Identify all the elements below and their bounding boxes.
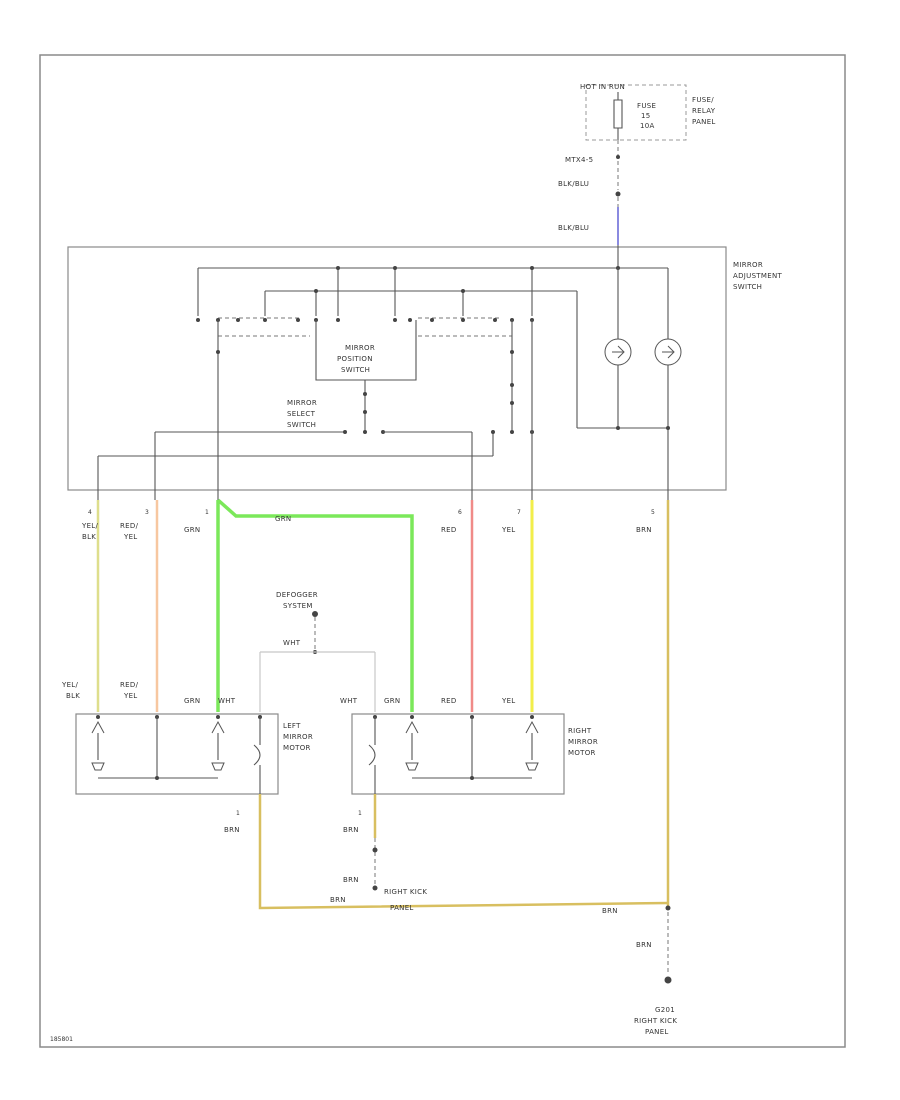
switch-name-line2: ADJUSTMENT [733, 272, 782, 280]
switch-internal-wiring [97, 245, 670, 500]
position-switch-line1: MIRROR [345, 344, 375, 352]
fuse-panel-line1: FUSE/ [692, 96, 714, 104]
kick-panel-2: PANEL [390, 904, 414, 912]
switch-name-line1: MIRROR [733, 261, 763, 269]
defogger-connector-dot [312, 611, 318, 617]
grn-label-1: GRN [184, 526, 200, 534]
hot-in-run-label: HOT IN RUN [580, 83, 625, 91]
diagram-frame [39, 54, 846, 1048]
select-switch-line2: SELECT [287, 410, 316, 418]
grn-label-2: GRN [275, 515, 291, 523]
left-pin-1: 1 [236, 810, 240, 817]
fuse-icon [613, 92, 623, 140]
right-yel: YEL [501, 697, 516, 705]
right-red: RED [441, 697, 457, 705]
pin-1: 1 [205, 509, 209, 516]
left-yel-blk-2: BLK [66, 692, 80, 700]
fuse-panel-line2: RELAY [692, 107, 716, 115]
pin-7: 7 [517, 509, 521, 516]
fuse-panel-line3: PANEL [692, 118, 716, 126]
left-yel-blk-1: YEL/ [61, 681, 78, 689]
indicator-lamp-icon [604, 338, 632, 366]
select-switch-line1: MIRROR [287, 399, 317, 407]
wire-brn-left [258, 794, 669, 910]
pin-3: 3 [145, 509, 149, 516]
ground-name-3: PANEL [645, 1028, 669, 1036]
select-switch-line3: SWITCH [287, 421, 316, 429]
brn-label-c: BRN [602, 907, 618, 915]
brn-label: BRN [636, 526, 652, 534]
wht-label-top: WHT [283, 639, 301, 647]
right-motor-name-1: RIGHT [568, 727, 592, 735]
connector-dot [615, 191, 621, 197]
left-wht: WHT [218, 697, 236, 705]
left-grn: GRN [184, 697, 200, 705]
right-mirror-motor-box [351, 713, 565, 795]
corner-id: 185801 [50, 1036, 73, 1043]
ground-name-1: G201 [655, 1006, 675, 1014]
yel-blk-label-2: BLK [82, 533, 96, 541]
ground-icon [664, 976, 672, 984]
defogger-line1: DEFOGGER [276, 591, 318, 599]
fuse-box-line3: 10A [640, 122, 655, 130]
position-switch-line2: POSITION [337, 355, 373, 363]
pin-6: 6 [458, 509, 462, 516]
blk-blu-label-1: BLK/BLU [558, 180, 589, 188]
left-motor-name-1: LEFT [283, 722, 301, 730]
yel-blk-label-1: YEL/ [81, 522, 98, 530]
fuse-panel: HOT IN RUN FUSE 15 10A FUSE/ RELAY PANEL [580, 83, 716, 141]
brn-label-b: BRN [330, 896, 346, 904]
right-motor-internals [368, 715, 539, 794]
ground-name-2: RIGHT KICK [634, 1017, 677, 1025]
right-ground-wire: BRN [343, 826, 359, 834]
left-motor-name-3: MOTOR [283, 744, 311, 752]
kick-panel-1: RIGHT KICK [384, 888, 427, 896]
red-label: RED [441, 526, 457, 534]
right-wht: WHT [340, 697, 358, 705]
red-yel-label-1: RED/ [120, 522, 139, 530]
right-grn: GRN [384, 697, 400, 705]
pin-4: 4 [88, 509, 92, 516]
yel-label: YEL [501, 526, 516, 534]
left-red-yel-1: RED/ [120, 681, 139, 689]
left-ground-wire: BRN [224, 826, 240, 834]
splice-dot [616, 155, 620, 159]
switch-name-line3: SWITCH [733, 283, 762, 291]
fuse-box-line1: FUSE [637, 102, 656, 110]
blk-blu-label-2: BLK/BLU [558, 224, 589, 232]
defogger-line2: SYSTEM [283, 602, 313, 610]
left-motor-name-2: MIRROR [283, 733, 313, 741]
wire-wht [259, 651, 376, 712]
right-pin-1: 1 [358, 810, 362, 817]
right-motor-name-2: MIRROR [568, 738, 598, 746]
brn-label-down: BRN [636, 941, 652, 949]
splice-label: MTX4-5 [565, 156, 593, 164]
fuse-box-line2: 15 [641, 112, 651, 120]
position-switch-line3: SWITCH [341, 366, 370, 374]
indicator-lamp-icon [654, 338, 682, 366]
left-red-yel-2: YEL [123, 692, 138, 700]
brn-label-a: BRN [343, 876, 359, 884]
pin-5: 5 [651, 509, 655, 516]
left-mirror-motor-box [75, 713, 279, 795]
left-motor-internals [91, 715, 262, 794]
wire-grn [216, 498, 414, 712]
red-yel-label-2: YEL [123, 533, 138, 541]
mirror-adjustment-switch-box [67, 246, 727, 491]
ground-splice-dot [665, 905, 671, 911]
right-motor-name-3: MOTOR [568, 749, 596, 757]
